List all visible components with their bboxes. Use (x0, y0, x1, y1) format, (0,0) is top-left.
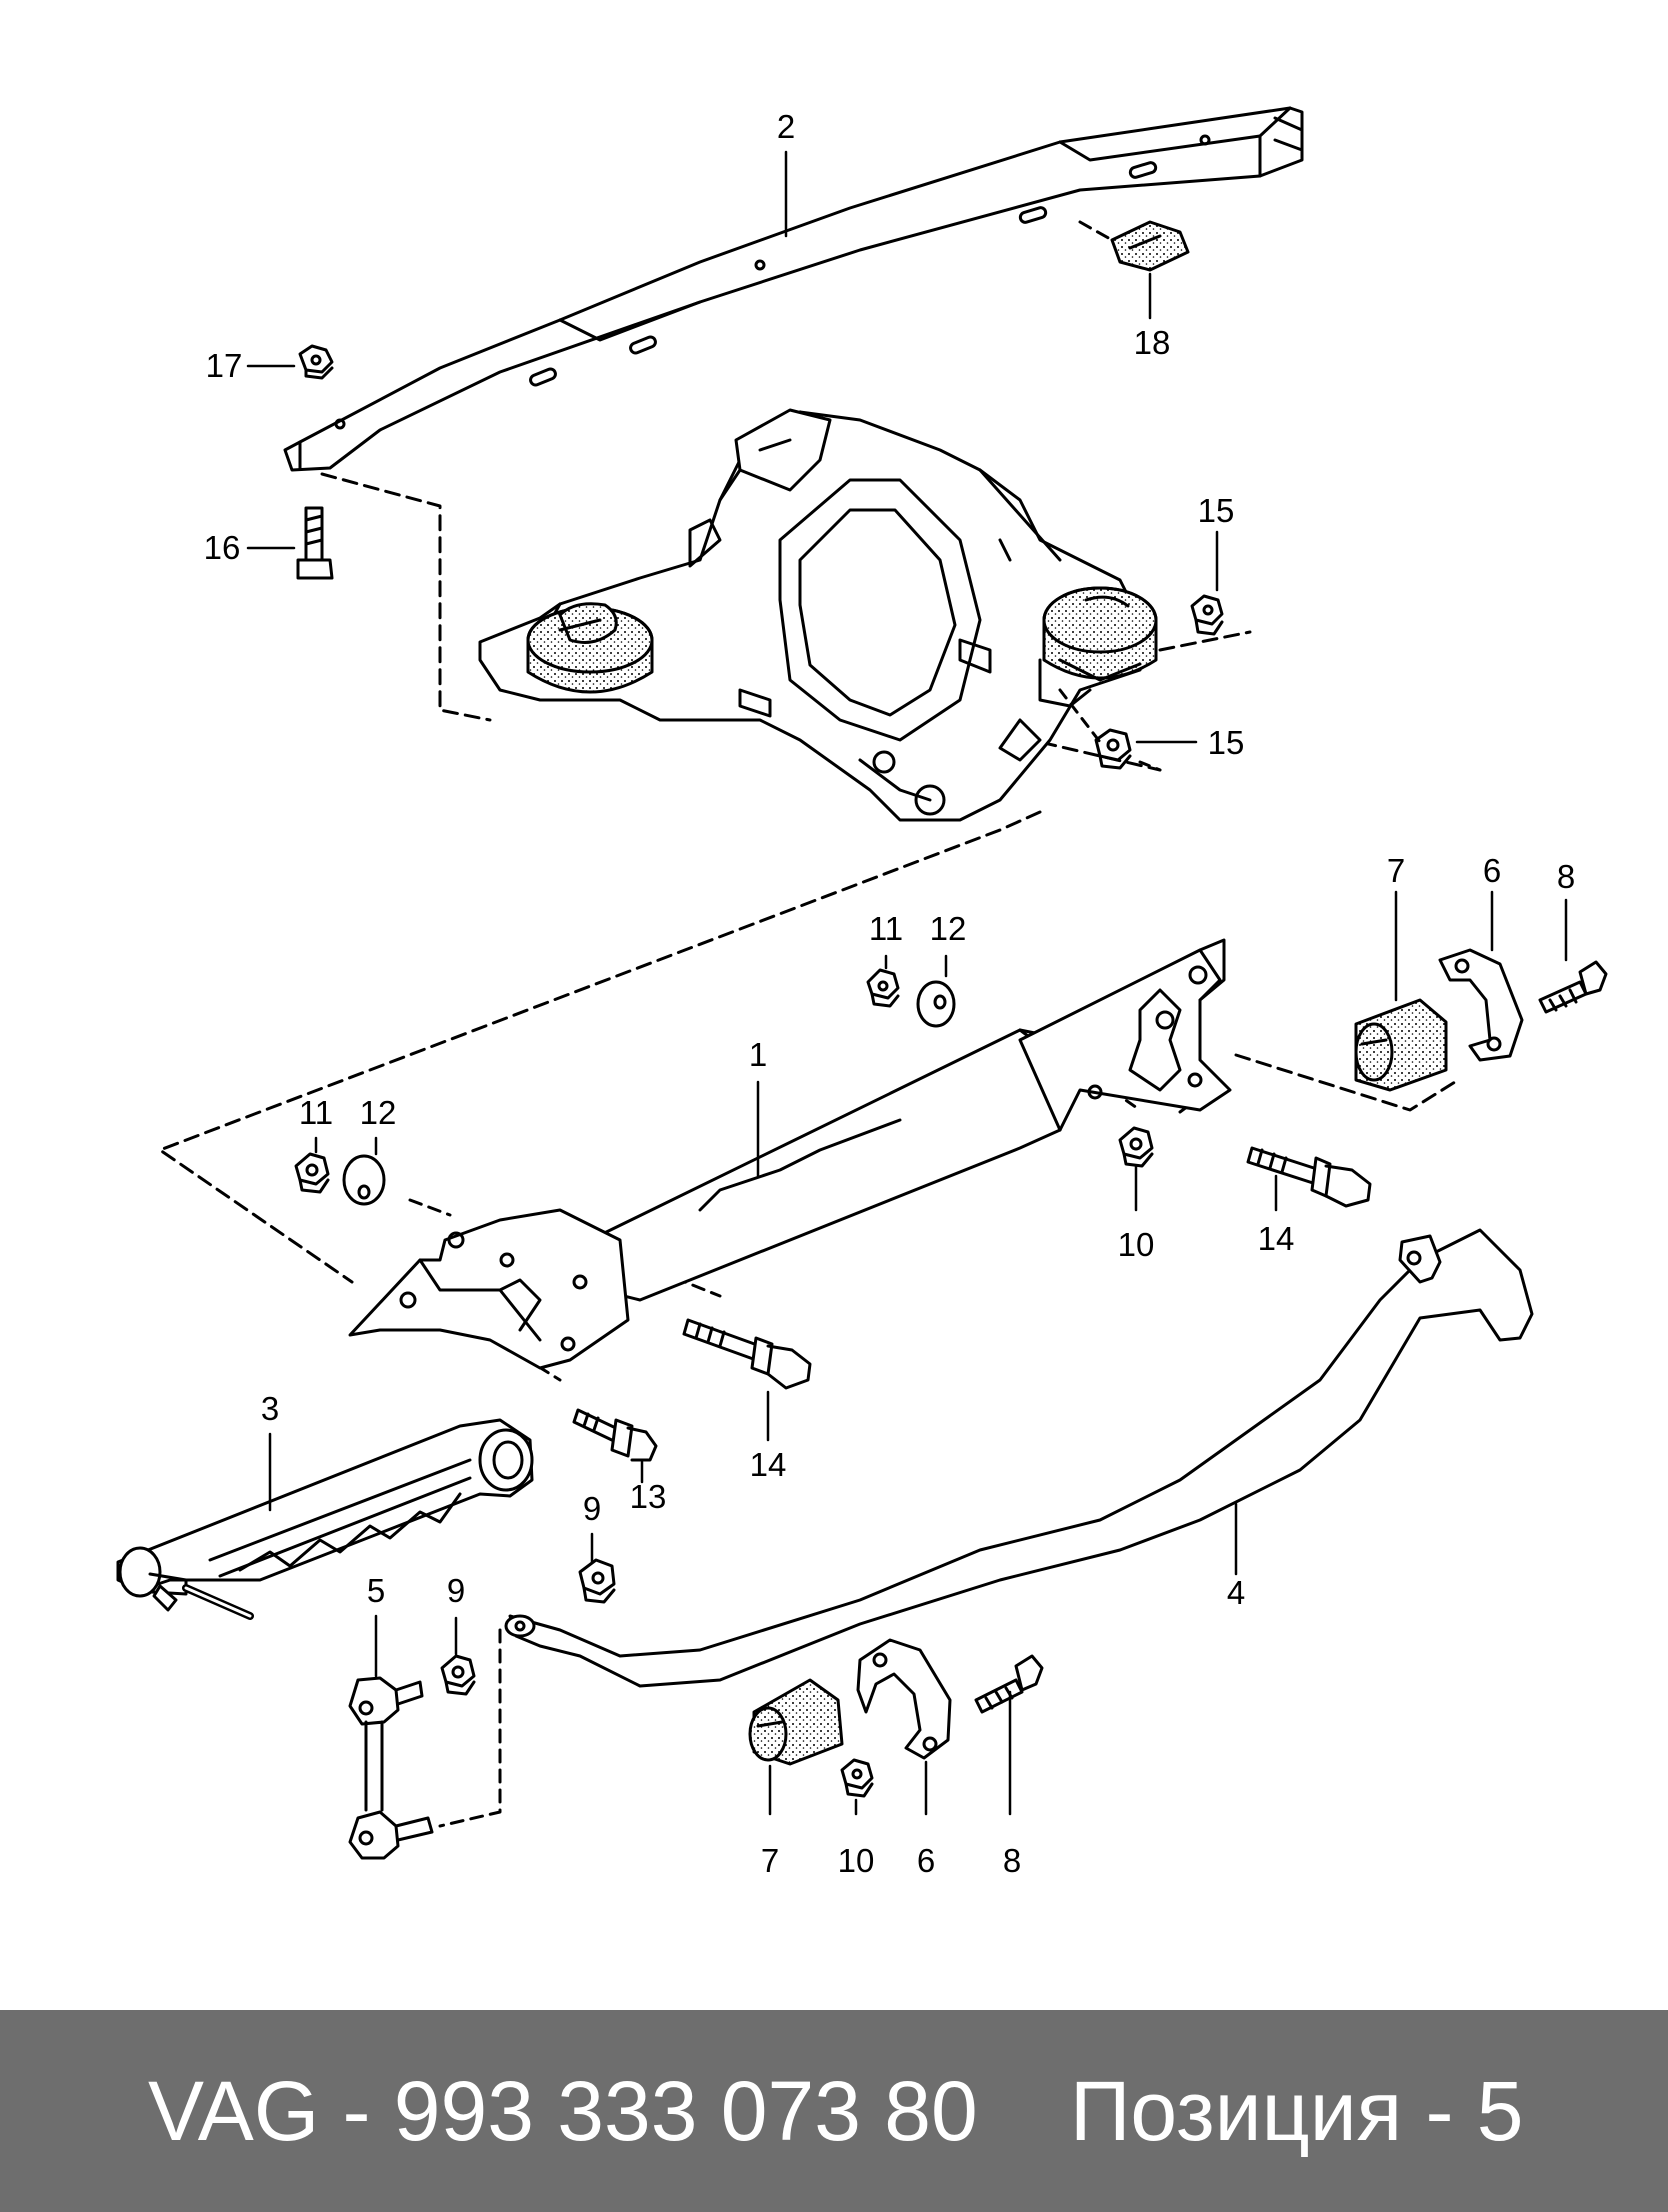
stabilizer-link (348, 1676, 434, 1860)
callout-10-upper: 10 (1118, 1226, 1155, 1263)
callout-5: 5 (367, 1572, 385, 1609)
part-number-text: VAG - 993 333 073 80 (148, 2064, 978, 2158)
callout-10-lower: 10 (838, 1842, 875, 1879)
callout-leaders (246, 150, 1568, 1816)
callout-3: 3 (261, 1390, 279, 1427)
bolt-16 (296, 506, 334, 580)
callout-11-left: 11 (299, 1094, 333, 1131)
callout-6-lower: 6 (917, 1842, 935, 1879)
callout-9-upper: 9 (583, 1490, 601, 1527)
nut-10-lower (840, 1758, 874, 1798)
callout-6-upper: 6 (1483, 852, 1501, 889)
rear-subframe (478, 408, 1158, 822)
callout-7-upper: 7 (1387, 852, 1405, 889)
bolt-13 (572, 1408, 658, 1462)
callout-4: 4 (1227, 1574, 1245, 1611)
rubber-bump-stop (1078, 220, 1190, 272)
nut-9-upper (578, 1558, 616, 1604)
callout-8-lower: 8 (1003, 1842, 1021, 1879)
nut-15-upper (1190, 594, 1224, 636)
callout-13: 13 (630, 1478, 667, 1515)
main-beam (348, 938, 1232, 1370)
callout-15-upper: 15 (1198, 492, 1235, 529)
bolt-14-lower (682, 1318, 812, 1390)
callout-12-upper: 12 (930, 910, 967, 947)
washer-12-left (342, 1154, 386, 1206)
nut-11-upper (866, 968, 900, 1008)
callout-12-left: 12 (360, 1094, 397, 1131)
bolt-14-right (1246, 1146, 1372, 1208)
bolt-8-upper (1538, 960, 1608, 1014)
nut-10-upper (1118, 1126, 1154, 1168)
trailing-control-arm (116, 1418, 534, 1620)
callout-11-upper: 11 (869, 910, 903, 947)
callout-16: 16 (204, 529, 241, 566)
exploded-parts-diagram: 2 18 17 16 15 15 11 12 7 6 8 1 11 12 10 … (116, 106, 1608, 1879)
footer-bar: VAG - 993 333 073 80 Позиция - 5 (0, 2010, 1668, 2212)
bushing-7-lower (748, 1678, 844, 1766)
callout-14-lower: 14 (750, 1446, 787, 1483)
callout-18: 18 (1134, 324, 1171, 361)
clamp-6-upper (1438, 948, 1524, 1062)
bushing-7-upper (1354, 998, 1448, 1092)
callout-14-right: 14 (1258, 1220, 1295, 1257)
callout-7-lower: 7 (761, 1842, 779, 1879)
nut-9-lower (440, 1654, 476, 1696)
callout-9-lower: 9 (447, 1572, 465, 1609)
callout-8-upper: 8 (1557, 858, 1575, 895)
callout-labels: 2 18 17 16 15 15 11 12 7 6 8 1 11 12 10 … (204, 108, 1576, 1879)
bolt-8-lower (974, 1654, 1044, 1714)
position-label: Позиция - 5 (1070, 2064, 1524, 2158)
callout-1: 1 (749, 1036, 767, 1073)
clamp-6-lower (856, 1638, 952, 1760)
nut-15-lower (1094, 728, 1132, 770)
hex-nut-17 (298, 344, 334, 380)
washer-12-upper (916, 980, 956, 1028)
stabilizer-bar (504, 1228, 1534, 1688)
nut-11-left (294, 1152, 330, 1194)
cross-member-beam (283, 106, 1304, 472)
callout-17: 17 (206, 347, 243, 384)
callout-15-lower: 15 (1208, 724, 1245, 761)
callout-2: 2 (777, 108, 795, 145)
